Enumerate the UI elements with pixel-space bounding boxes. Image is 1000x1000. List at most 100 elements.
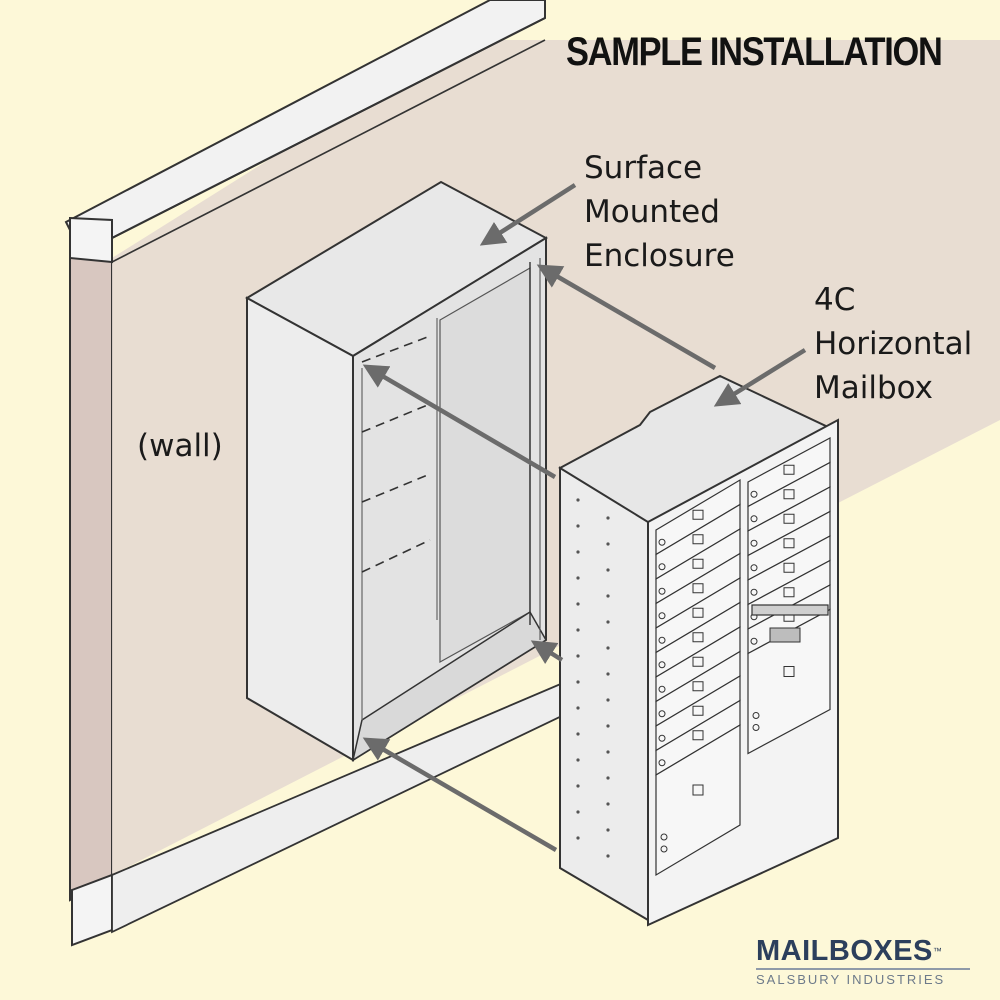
mounting-hole [576, 706, 580, 710]
lock-icon [750, 490, 758, 498]
mounting-hole [576, 680, 580, 684]
mailbox-label-line-3: Mailbox [814, 370, 934, 406]
mounting-hole [576, 784, 580, 788]
lock-icon [658, 685, 666, 693]
mounting-hole [606, 698, 610, 702]
enclosure-label: Surface Mounted Enclosure [584, 146, 735, 278]
label-holder [783, 666, 795, 677]
label-holder [692, 705, 704, 716]
label-holder [692, 632, 704, 643]
enclosure-label-line-3: Enclosure [584, 238, 735, 274]
mounting-hole [576, 810, 580, 814]
label-holder [692, 583, 704, 594]
arrow-enclosure-label [479, 183, 577, 246]
mounting-hole [606, 594, 610, 598]
label-holder [692, 558, 704, 569]
lock-icon [658, 710, 666, 718]
lock-icon [660, 845, 668, 853]
label-holder [692, 681, 704, 692]
arrow-top-corner [536, 264, 717, 370]
mounting-hole [576, 550, 580, 554]
enclosure-inner-back [439, 266, 531, 664]
lock-icon [658, 661, 666, 669]
mailbox-label-line-1: 4C [814, 282, 856, 318]
enclosure-label-line-1: Surface [584, 150, 703, 186]
label-holder [783, 538, 795, 549]
lock-icon [660, 833, 668, 841]
mounting-hole [606, 542, 610, 546]
mounting-hole [576, 758, 580, 762]
mounting-hole [606, 750, 610, 754]
lock-icon [658, 563, 666, 571]
lock-icon [658, 612, 666, 620]
wall-face [69, 253, 113, 902]
mounting-hole [606, 516, 610, 520]
mounting-hole [606, 672, 610, 676]
label-holder [783, 513, 795, 524]
lock-icon [752, 712, 760, 719]
label-holder [783, 464, 795, 475]
label-holder [692, 730, 704, 741]
mounting-hole [606, 568, 610, 572]
lock-icon [658, 759, 666, 767]
label-holder [692, 534, 704, 545]
logo-divider [756, 968, 970, 970]
mounting-hole [576, 524, 580, 528]
mounting-hole [606, 724, 610, 728]
logo-trademark: ™ [932, 946, 943, 956]
label-holder [783, 489, 795, 500]
parcel-locker-door [655, 723, 741, 877]
lock-icon [752, 724, 760, 731]
mailbox-side [559, 466, 649, 922]
lock-icon [658, 734, 666, 742]
mounting-hole [606, 620, 610, 624]
mounting-hole [606, 854, 610, 858]
label-holder [692, 656, 704, 667]
parcel-locker-door [747, 608, 831, 755]
mounting-holes [576, 498, 610, 858]
compartment-column-left [655, 478, 741, 877]
wall-label-text: (wall) [137, 428, 223, 464]
page-title: SAMPLE INSTALLATION [566, 30, 943, 74]
lock-icon [750, 515, 758, 523]
mailbox-label-line-2: Horizontal [814, 326, 973, 362]
mounting-hole [576, 602, 580, 606]
mounting-hole [576, 836, 580, 840]
horizontal-mailbox [558, 374, 839, 927]
mounting-hole [606, 776, 610, 780]
mounting-hole [576, 498, 580, 502]
label-holder [692, 509, 704, 520]
mailbox-label: 4C Horizontal Mailbox [814, 278, 972, 410]
lock-icon [750, 637, 758, 645]
mounting-hole [576, 628, 580, 632]
arrow-lower-right [530, 640, 564, 665]
outgoing-mail-slot [751, 604, 829, 616]
lock-icon [750, 539, 758, 547]
label-holder [783, 587, 795, 598]
master-lock-panel [769, 627, 801, 643]
arrow-bottom-corner [362, 737, 558, 852]
surface-mounted-enclosure [244, 180, 549, 762]
lock-icon [750, 564, 758, 572]
rail-guides [361, 335, 431, 573]
label-holder [692, 607, 704, 618]
mailboxes-logo: MAILBOXES™ SALSBURY INDUSTRIES [756, 936, 976, 987]
lock-icon [750, 588, 758, 596]
logo-main-text: MAILBOXES [756, 935, 933, 967]
lock-icon [658, 587, 666, 595]
enclosure-label-line-2: Mounted [584, 194, 720, 230]
wall-top-cap-front [69, 216, 113, 264]
mounting-hole [606, 646, 610, 650]
label-holder [692, 784, 704, 796]
lock-icon [658, 538, 666, 546]
compartment-column-right [747, 436, 831, 755]
enclosure-left-side [246, 296, 354, 762]
arrow-upper-rail [362, 364, 557, 479]
label-holder [783, 562, 795, 573]
logo-subtitle: SALSBURY INDUSTRIES [756, 972, 946, 987]
mounting-hole [576, 732, 580, 736]
arrow-mailbox-label [713, 348, 807, 407]
mounting-hole [606, 802, 610, 806]
lock-icon [658, 636, 666, 644]
